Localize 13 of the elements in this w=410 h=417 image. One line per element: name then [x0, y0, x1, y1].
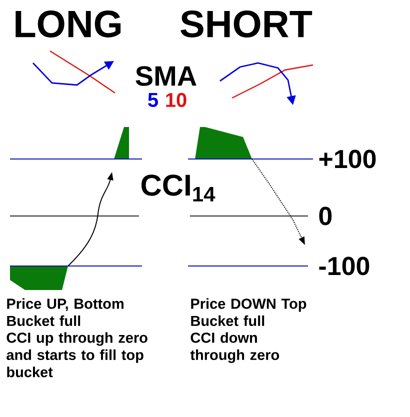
description-text: CCI up through zero and starts to fill top bucket: [6, 332, 148, 378]
level-label: 0: [319, 206, 332, 226]
description-text: Price DOWN Top Bucket full: [191, 298, 306, 326]
heading: LONG: [16, 10, 121, 38]
level-label: +100: [319, 150, 376, 168]
description-text: CCI down through zero: [190, 332, 280, 363]
period-label: 10: [166, 92, 186, 108]
indicator-label: SMA: [136, 66, 196, 86]
heading: SHORT: [180, 10, 312, 38]
period-label: 5: [148, 93, 158, 107]
level-label: -100: [319, 256, 370, 276]
indicator-label: CCI$_{14}$: [141, 174, 216, 202]
description-text: Price UP, Bottom Bucket full: [7, 298, 124, 326]
